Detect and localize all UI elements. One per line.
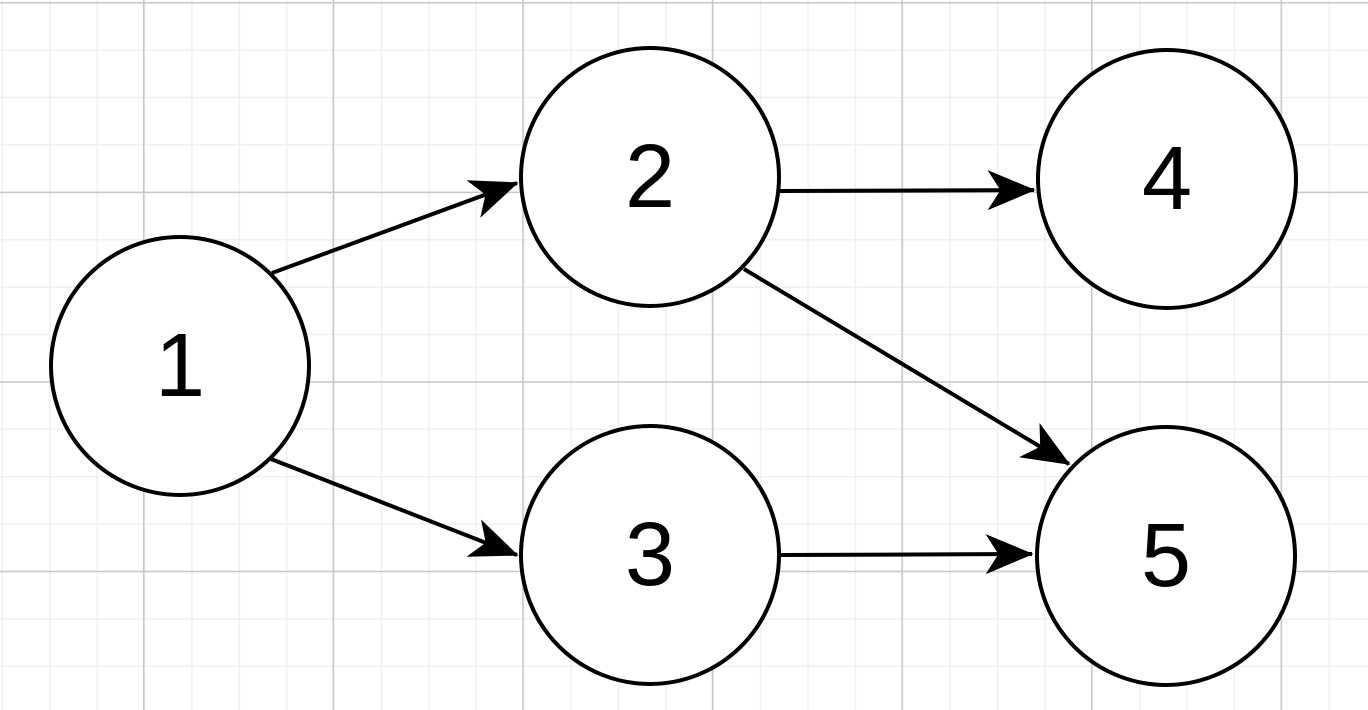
node-label: 4 (1142, 129, 1192, 229)
graph-node-4[interactable]: 4 (1036, 48, 1298, 310)
edge-1-to-3[interactable] (270, 457, 519, 557)
node-circle[interactable] (1036, 48, 1298, 310)
edge-1-to-2[interactable] (271, 180, 519, 275)
edge-2-to-5[interactable] (742, 267, 1071, 466)
node-circle[interactable] (49, 235, 311, 497)
graph-node-5[interactable]: 5 (1035, 425, 1297, 687)
node-circle[interactable] (519, 424, 781, 686)
graph-node-1[interactable]: 1 (49, 235, 311, 497)
graph-node-2[interactable]: 2 (519, 46, 781, 308)
node-circle[interactable] (1035, 425, 1297, 687)
node-label: 3 (625, 505, 675, 605)
node-label: 5 (1141, 506, 1191, 606)
edge-2-to-4[interactable] (779, 170, 1036, 211)
node-label: 1 (155, 316, 205, 416)
edge-3-to-5[interactable] (780, 534, 1034, 575)
graph-node-3[interactable]: 3 (519, 424, 781, 686)
node-label: 2 (625, 127, 675, 227)
node-circle[interactable] (519, 46, 781, 308)
